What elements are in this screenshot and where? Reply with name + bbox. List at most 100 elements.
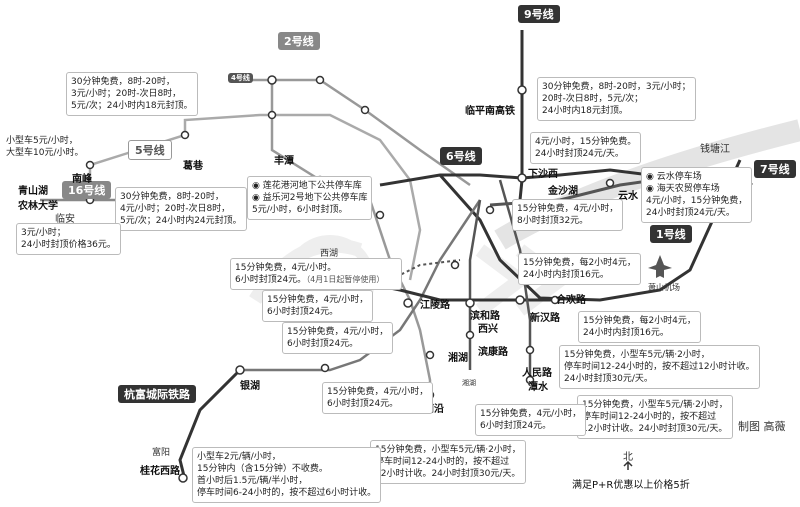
station-yinhu: 银湖 xyxy=(240,381,260,392)
note-line: ◉ 云水停车场 xyxy=(646,172,702,182)
station-dot xyxy=(517,173,527,183)
station-binhelu: 滨和路 xyxy=(470,311,500,322)
fee-note-nonglin: 3元/小时； 24小时封顶价格36元。 xyxy=(16,223,121,255)
note-line: 停车时间12-24小时的，按不超过12小时计收。 xyxy=(564,362,755,372)
fee-note-jianglinglu-a: 15分钟免费，4元/小时， 6小时封顶24元。 xyxy=(262,290,374,322)
station-dot xyxy=(360,105,370,115)
airplane-icon xyxy=(648,255,672,278)
station-dot xyxy=(180,130,190,140)
note-line: 15分钟免费，4元/小时， xyxy=(287,327,389,337)
note-line: 6小时封顶24元。 xyxy=(480,421,552,431)
line-fuyang-track xyxy=(178,368,242,481)
station-dot xyxy=(525,375,535,385)
note-line: 12小时计收。24小时封顶30元/天。 xyxy=(582,424,728,434)
pr-discount-note: 满足P+R优惠以上价格5折 xyxy=(572,480,690,491)
note-line: 15分钟内（含15分钟）不收费。 xyxy=(197,464,328,474)
station-dot xyxy=(85,160,95,170)
place-qiantangjiang: 钱塘江 xyxy=(700,144,730,155)
note-line: 12小时计收。24小时封顶30元/天。 xyxy=(375,469,521,479)
station-dot xyxy=(515,295,525,305)
north-arrow-icon xyxy=(623,460,633,470)
fee-note-qingshanhu-vehicle: 小型车5元/小时， 大型车10元/小时。 xyxy=(2,132,88,162)
station-puyan: 浦沿 xyxy=(424,404,444,415)
note-line: 24小时内18元封顶。 xyxy=(542,106,628,116)
station-xinhanlu: 新汉路 xyxy=(530,313,560,324)
station-hehuanlu: 合欢路 xyxy=(556,295,586,306)
note-line: 6小时封顶24元。 xyxy=(267,307,339,317)
station-renminlu: 人民路 xyxy=(522,368,552,379)
station-xiashaxi: 下沙西 xyxy=(528,169,558,180)
note-line: 小型车2元/辆/小时， xyxy=(197,452,281,462)
fee-note-gexiang: 30分钟免费，8时-20时， 4元/小时；20时-次日8时， 5元/次；24小时… xyxy=(115,187,247,231)
badge-line-6: 6号线 xyxy=(440,147,482,165)
place-lin-an: 临安 xyxy=(55,214,75,225)
note-line: 15分钟免费，每2小时4元， xyxy=(523,258,636,268)
note-line: 30分钟免费，8时-20时， xyxy=(71,77,175,87)
line-4-track xyxy=(240,78,471,187)
fee-note-xihu-closed: 15分钟免费，4元/小时。 6小时封顶24元。（4月1日起暂停使用） xyxy=(230,258,402,290)
note-line: 4元/小时，15分钟免费。 xyxy=(535,137,637,147)
note-line: 小型车5元/小时， xyxy=(6,136,78,146)
station-dot xyxy=(235,365,245,375)
station-dot xyxy=(450,260,460,270)
note-line: 3元/小时；20时-次日8时， xyxy=(71,89,182,99)
station-dot xyxy=(425,350,435,360)
badge-line-16: 16号线 xyxy=(62,181,112,199)
note-line: 首小时后1.5元/辆/半小时， xyxy=(197,476,308,486)
map-credit: 制图 高薇 xyxy=(738,420,786,433)
fee-note-jinshahu: 15分钟免费，4元/小时， 8小时封顶32元。 xyxy=(512,199,624,231)
station-gexiang: 葛巷 xyxy=(183,161,203,172)
note-line: 5元/次；24小时内18元封顶。 xyxy=(71,101,193,111)
note-line: ◉ 莲花港河地下公共停车库 xyxy=(252,181,362,191)
fee-note-linping: 30分钟免费，8时-20时，3元/小时； 20时-次日8时，5元/次； 24小时… xyxy=(537,77,696,121)
station-guihuaxilu: 桂花西路 xyxy=(140,466,180,477)
note-line: 停车时间12-24小时的，按不超过 xyxy=(375,457,510,467)
note-line: 大型车10元/小时。 xyxy=(6,148,84,158)
note-line: 15分钟免费，4元/小时， xyxy=(267,295,369,305)
north-label: 北 xyxy=(623,452,633,463)
badge-line-4: 4号线 xyxy=(228,73,253,83)
note-line: 15分钟免费，4元/小时， xyxy=(480,409,582,419)
note-line: 24小时内封顶16元。 xyxy=(523,270,609,280)
note-suspended: （4月1日起暂停使用） xyxy=(306,275,385,284)
line-9-track xyxy=(518,30,524,201)
station-qingshanhu: 青山湖 xyxy=(18,186,48,197)
station-dot xyxy=(315,75,325,85)
station-dot xyxy=(465,330,475,340)
badge-line-1: 1号线 xyxy=(650,225,692,243)
note-line: 15分钟免费，小型车5元/辆·2小时， xyxy=(582,400,728,410)
station-xixing: 西兴 xyxy=(478,324,498,335)
badge-line-7: 7号线 xyxy=(754,160,796,178)
station-nonglin-daxue: 农林大学 xyxy=(18,201,58,212)
station-linping-nan: 临平南高铁 xyxy=(465,106,515,117)
station-dot xyxy=(517,85,527,95)
note-line: 5元/次；24小时内24元封顶。 xyxy=(120,216,242,226)
place-xiaoshan-airport: 萧山机场 xyxy=(648,283,680,292)
note-line: 6小时封顶24元。 xyxy=(327,399,399,409)
note-line: 30分钟免费，8时-20时，3元/小时； xyxy=(542,82,691,92)
place-xianghu-lake: 湘湖 xyxy=(462,379,476,387)
note-line: 15分钟免费，小型车5元/辆·2小时， xyxy=(564,350,710,360)
line-central-a xyxy=(240,199,482,372)
station-dot xyxy=(485,205,495,215)
note-line: ◉ 益乐河2号地下公共停车库 xyxy=(252,193,368,203)
line-1-track xyxy=(438,159,742,302)
station-dot xyxy=(320,363,330,373)
station-fengtan: 丰潭 xyxy=(274,156,294,167)
station-binkanglu: 滨康路 xyxy=(478,347,508,358)
station-dot xyxy=(267,110,277,120)
note-line: 24小时内封顶16元。 xyxy=(583,328,669,338)
fee-note-jianglinglu-b: 15分钟免费，4元/小时， 6小时封顶24元。 xyxy=(282,322,394,354)
fee-note-guihuaxilu: 小型车2元/辆/小时， 15分钟内（含15分钟）不收费。 首小时后1.5元/辆/… xyxy=(192,447,382,503)
station-dot xyxy=(550,295,560,305)
note-line: 15分钟免费，4元/小时， xyxy=(517,204,619,214)
fee-note-line1-a: 15分钟免费，每2小时4元， 24小时内封顶16元。 xyxy=(518,253,641,285)
note-line: 6小时封顶24元。 xyxy=(235,275,307,285)
station-dot xyxy=(267,75,277,85)
fee-note-xiashaxi: 4元/小时，15分钟免费。 24小时封顶24元/天。 xyxy=(530,132,642,164)
station-jinshahu: 金沙湖 xyxy=(548,186,578,197)
note-line: 24小时封顶24元/天。 xyxy=(646,208,735,218)
station-dot xyxy=(178,473,188,483)
station-dot xyxy=(605,178,615,188)
station-dot xyxy=(465,298,475,308)
